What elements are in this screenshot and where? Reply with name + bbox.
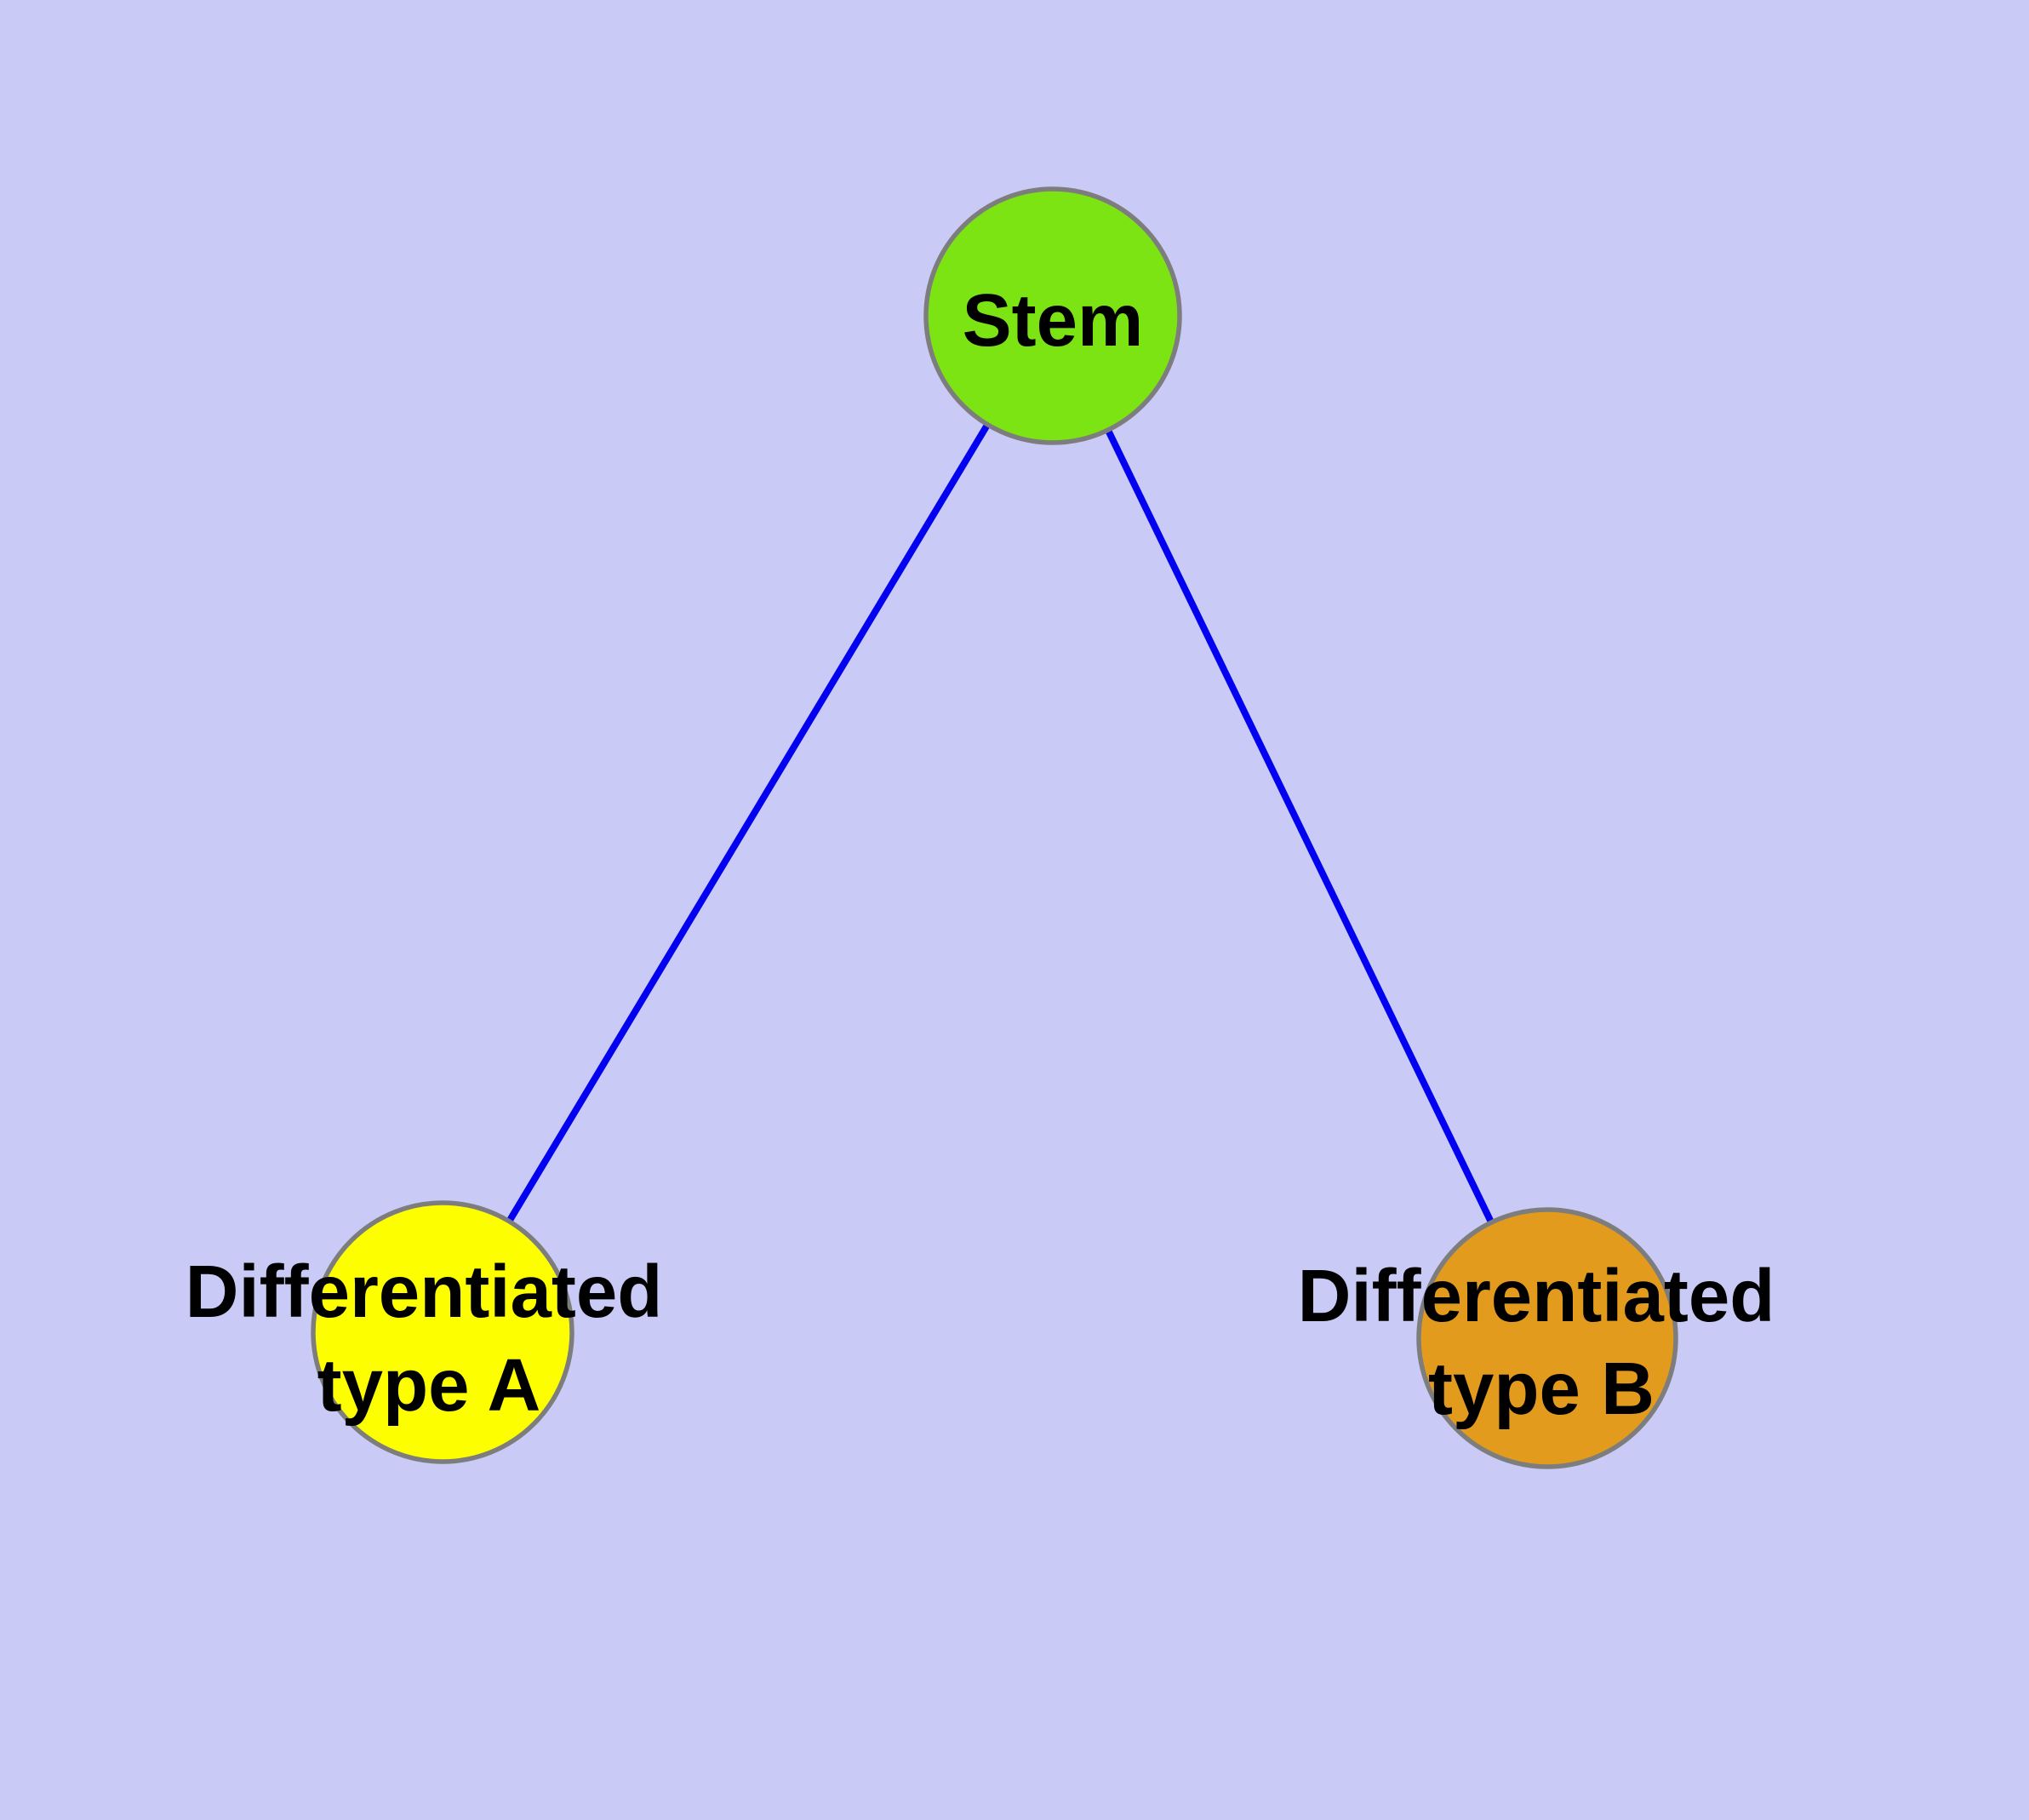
edge-stem-to-type-a [439,312,1056,1336]
node-stem [923,186,1182,445]
node-type-b-label-line2: type B [1428,1348,1655,1430]
node-differentiated-type-a [311,1200,574,1464]
node-type-a-label-line1: Differentiated [186,1251,663,1333]
node-differentiated-type-b [1416,1207,1678,1469]
edge-stem-to-type-b [1049,312,1551,1342]
node-stem-label: Stem [963,279,1144,362]
node-type-b-label-line1: Differentiated [1298,1255,1775,1337]
node-type-a-label-line2: type A [317,1344,541,1427]
